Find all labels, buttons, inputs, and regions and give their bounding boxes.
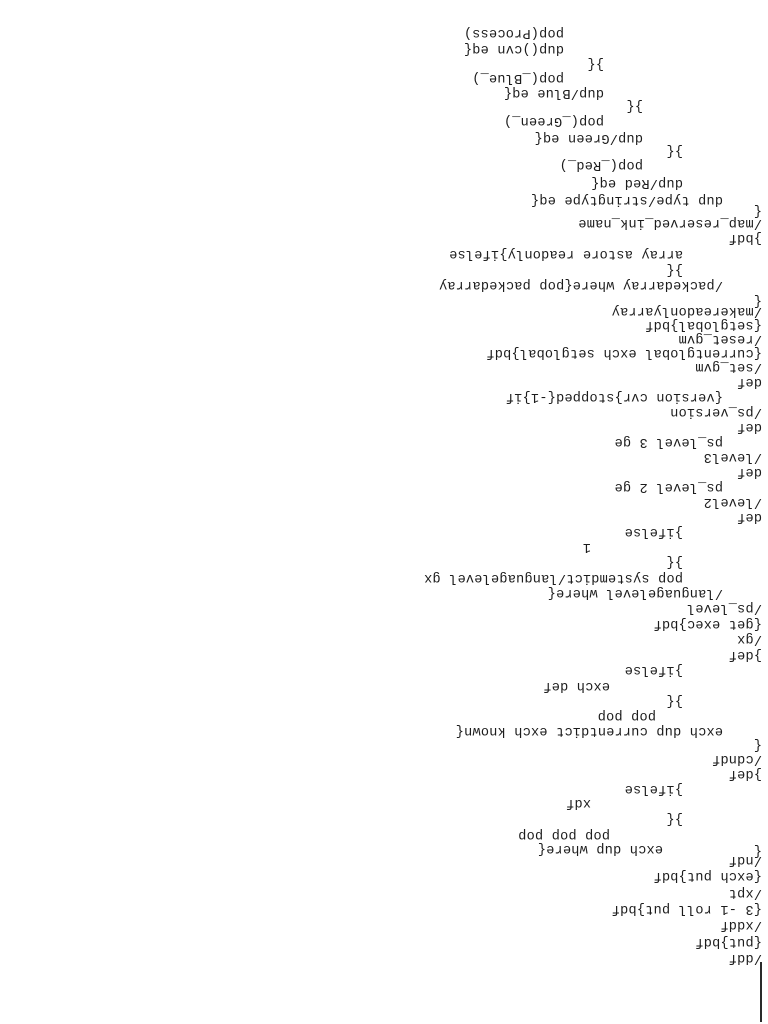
code-line: def [736,419,762,434]
code-line: ps_level 2 ge [614,479,723,494]
code-line: }ifelse [624,524,683,539]
code-line: {setglobal}bdf [644,317,762,332]
code-line: /makereadonlyarray [611,303,762,318]
code-line: }{ [666,693,683,708]
code-line: }def [728,647,762,662]
code-line: ps_level 3 ge [614,434,723,449]
code-line: {version cvr}stopped{-1}if [505,389,723,404]
code-line: exch def [543,678,610,693]
code-line: /set_gvm [695,359,762,374]
code-line: /ddf [728,950,762,965]
code-line: dup/Green eq{ [534,130,643,145]
code-line: { [753,203,762,218]
code-line: /level3 [703,449,762,464]
code-line: dup()cvn eq{ [463,41,564,56]
code-line: /gx [736,631,762,646]
code-line: {currentglobal exch setglobal}bdf [486,345,762,360]
code-line: def [736,509,762,524]
code-line: pop systemdict/languagelevel gx [423,570,683,585]
code-line: }{ [666,262,683,277]
code-line: {3 -1 roll put}bdf [611,901,762,916]
code-line: /ps_version [670,404,762,419]
code-line: exch dup where{ [537,841,663,856]
code-line: pop(_Blue_) [472,70,564,85]
code-line: { [753,843,762,858]
code-line: }ifelse [624,781,683,796]
code-line: exch dup currentdict exch known{ [455,723,723,738]
code-line: {put}bdf [695,934,762,949]
code-line: {get exec}bdf [653,616,762,631]
code-line: /map_reserved_ink_name [578,215,762,230]
code-line: def [736,374,762,389]
code-line: { [753,293,762,308]
code-line: }{ [666,811,683,826]
code-line: }ifelse [624,662,683,677]
code-line: /xpt [728,885,762,900]
code-line: dup/Blue eq{ [503,85,604,100]
code-line: pop(_Red_) [559,157,643,172]
code-line: /cdndf [711,751,762,766]
code-line: }{ [626,98,643,113]
code-line: /reset_gvm [678,331,762,346]
scan-edge-mark [760,962,762,1022]
code-line: {exch put}bdf [653,868,762,883]
code-line: dup type/stringtype eq{ [530,192,723,207]
code-line: pop(Process) [463,25,564,40]
code-line: xdf [565,795,591,810]
code-line: }def [728,766,762,781]
code-line: }bdf [728,230,762,245]
code-line: /level2 [703,494,762,509]
code-line: array astore readonly}ifelse [448,246,683,261]
code-line: /ps_level [686,600,762,615]
code-line: }{ [666,554,683,569]
code-line: pop pop [597,708,656,723]
code-line: pop pop pop [518,827,610,842]
code-line: /languagelevel where{ [547,585,723,600]
code-line: /xddf [720,917,762,932]
code-line: /packedarray where{pop packedarray [438,277,723,292]
code-line: }{ [666,143,683,158]
code-line: }{ [587,56,604,71]
code-line: { [753,737,762,752]
code-line: pop(_Green_) [503,113,604,128]
code-line: dup/Red eq{ [591,175,683,190]
code-line: 1 [582,539,591,554]
code-line: def [736,464,762,479]
